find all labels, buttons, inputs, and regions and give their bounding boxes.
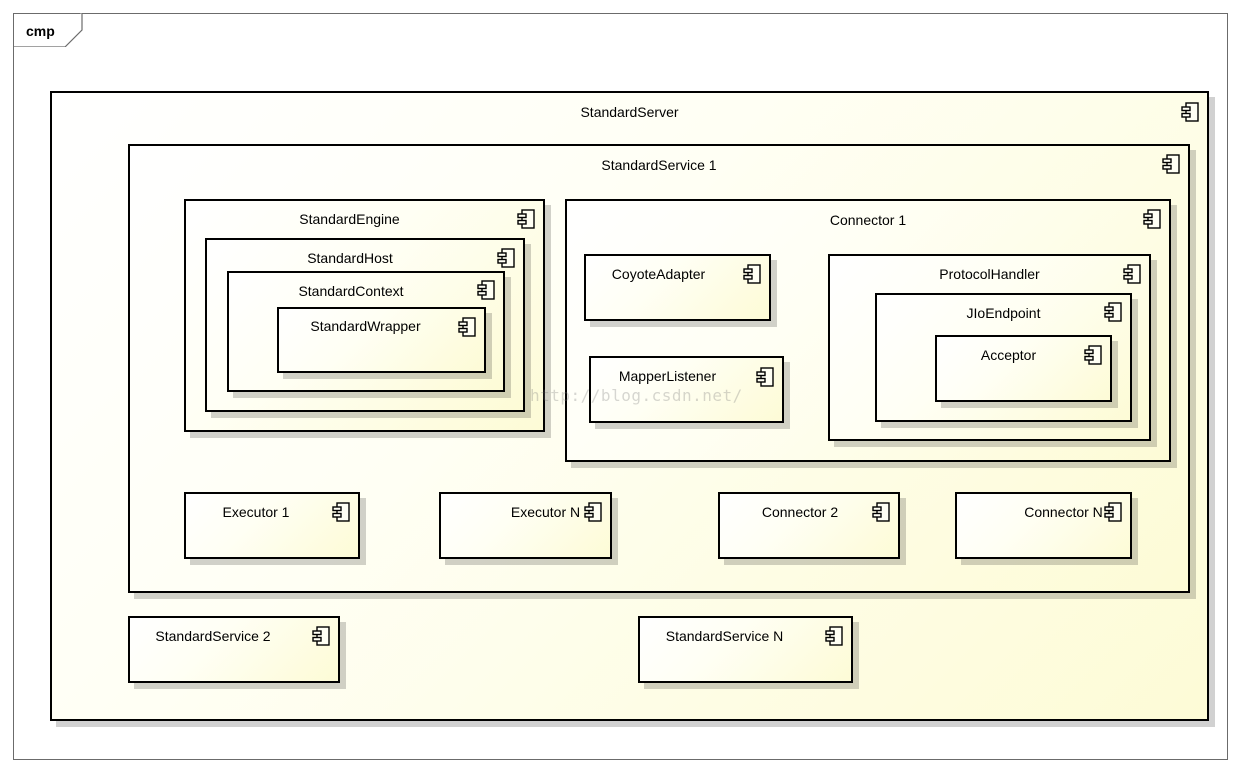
component-icon <box>312 626 330 646</box>
watermark: http://blog.csdn.net/ <box>530 386 743 405</box>
component-icon <box>1143 209 1161 229</box>
component-standard-service-n[interactable]: StandardService N <box>638 616 853 683</box>
component-icon <box>584 502 602 522</box>
component-label: StandardWrapper <box>310 318 421 334</box>
component-label: Executor 1 <box>222 504 290 520</box>
component-coyote-adapter[interactable]: CoyoteAdapter <box>584 254 771 321</box>
component-label: StandardService 1 <box>601 157 717 173</box>
component-label: Executor N <box>510 504 581 520</box>
component-label: ProtocolHandler <box>939 266 1040 282</box>
component-icon <box>1104 502 1122 522</box>
component-label: StandardServer <box>580 104 679 120</box>
component-icon <box>743 264 761 284</box>
component-label: JIoEndpoint <box>966 305 1041 321</box>
component-label: StandardHost <box>307 250 393 266</box>
component-executor-n[interactable]: Executor N <box>439 492 612 559</box>
component-icon <box>497 248 515 268</box>
frame-tab <box>13 13 83 47</box>
component-icon <box>1123 264 1141 284</box>
frame-tab-label: cmp <box>26 23 55 39</box>
component-label: MapperListener <box>618 368 717 384</box>
component-icon <box>1104 302 1122 322</box>
component-connector-n[interactable]: Connector N <box>955 492 1132 559</box>
component-icon <box>332 502 350 522</box>
component-label: Connector 1 <box>829 212 907 228</box>
component-executor-1[interactable]: Executor 1 <box>184 492 360 559</box>
component-label: StandardContext <box>298 283 404 299</box>
component-acceptor[interactable]: Acceptor <box>935 335 1112 402</box>
component-icon <box>825 626 843 646</box>
component-label: Acceptor <box>980 347 1037 363</box>
component-icon <box>756 367 774 387</box>
component-standard-wrapper[interactable]: StandardWrapper <box>277 307 486 373</box>
component-label: Connector N <box>1024 504 1103 520</box>
component-icon <box>1181 102 1199 122</box>
component-label: Connector 2 <box>761 504 839 520</box>
component-connector-2[interactable]: Connector 2 <box>718 492 900 559</box>
component-label: StandardEngine <box>299 211 400 227</box>
component-standard-service-2[interactable]: StandardService 2 <box>128 616 340 683</box>
component-mapper-listener[interactable]: MapperListener <box>589 356 784 423</box>
component-label: StandardService 2 <box>155 628 271 644</box>
component-label: StandardService N <box>665 628 784 644</box>
component-icon <box>517 209 535 229</box>
component-icon <box>458 317 476 337</box>
component-label: CoyoteAdapter <box>611 266 706 282</box>
component-icon <box>1162 154 1180 174</box>
component-icon <box>1084 345 1102 365</box>
component-icon <box>477 280 495 300</box>
component-icon <box>872 502 890 522</box>
